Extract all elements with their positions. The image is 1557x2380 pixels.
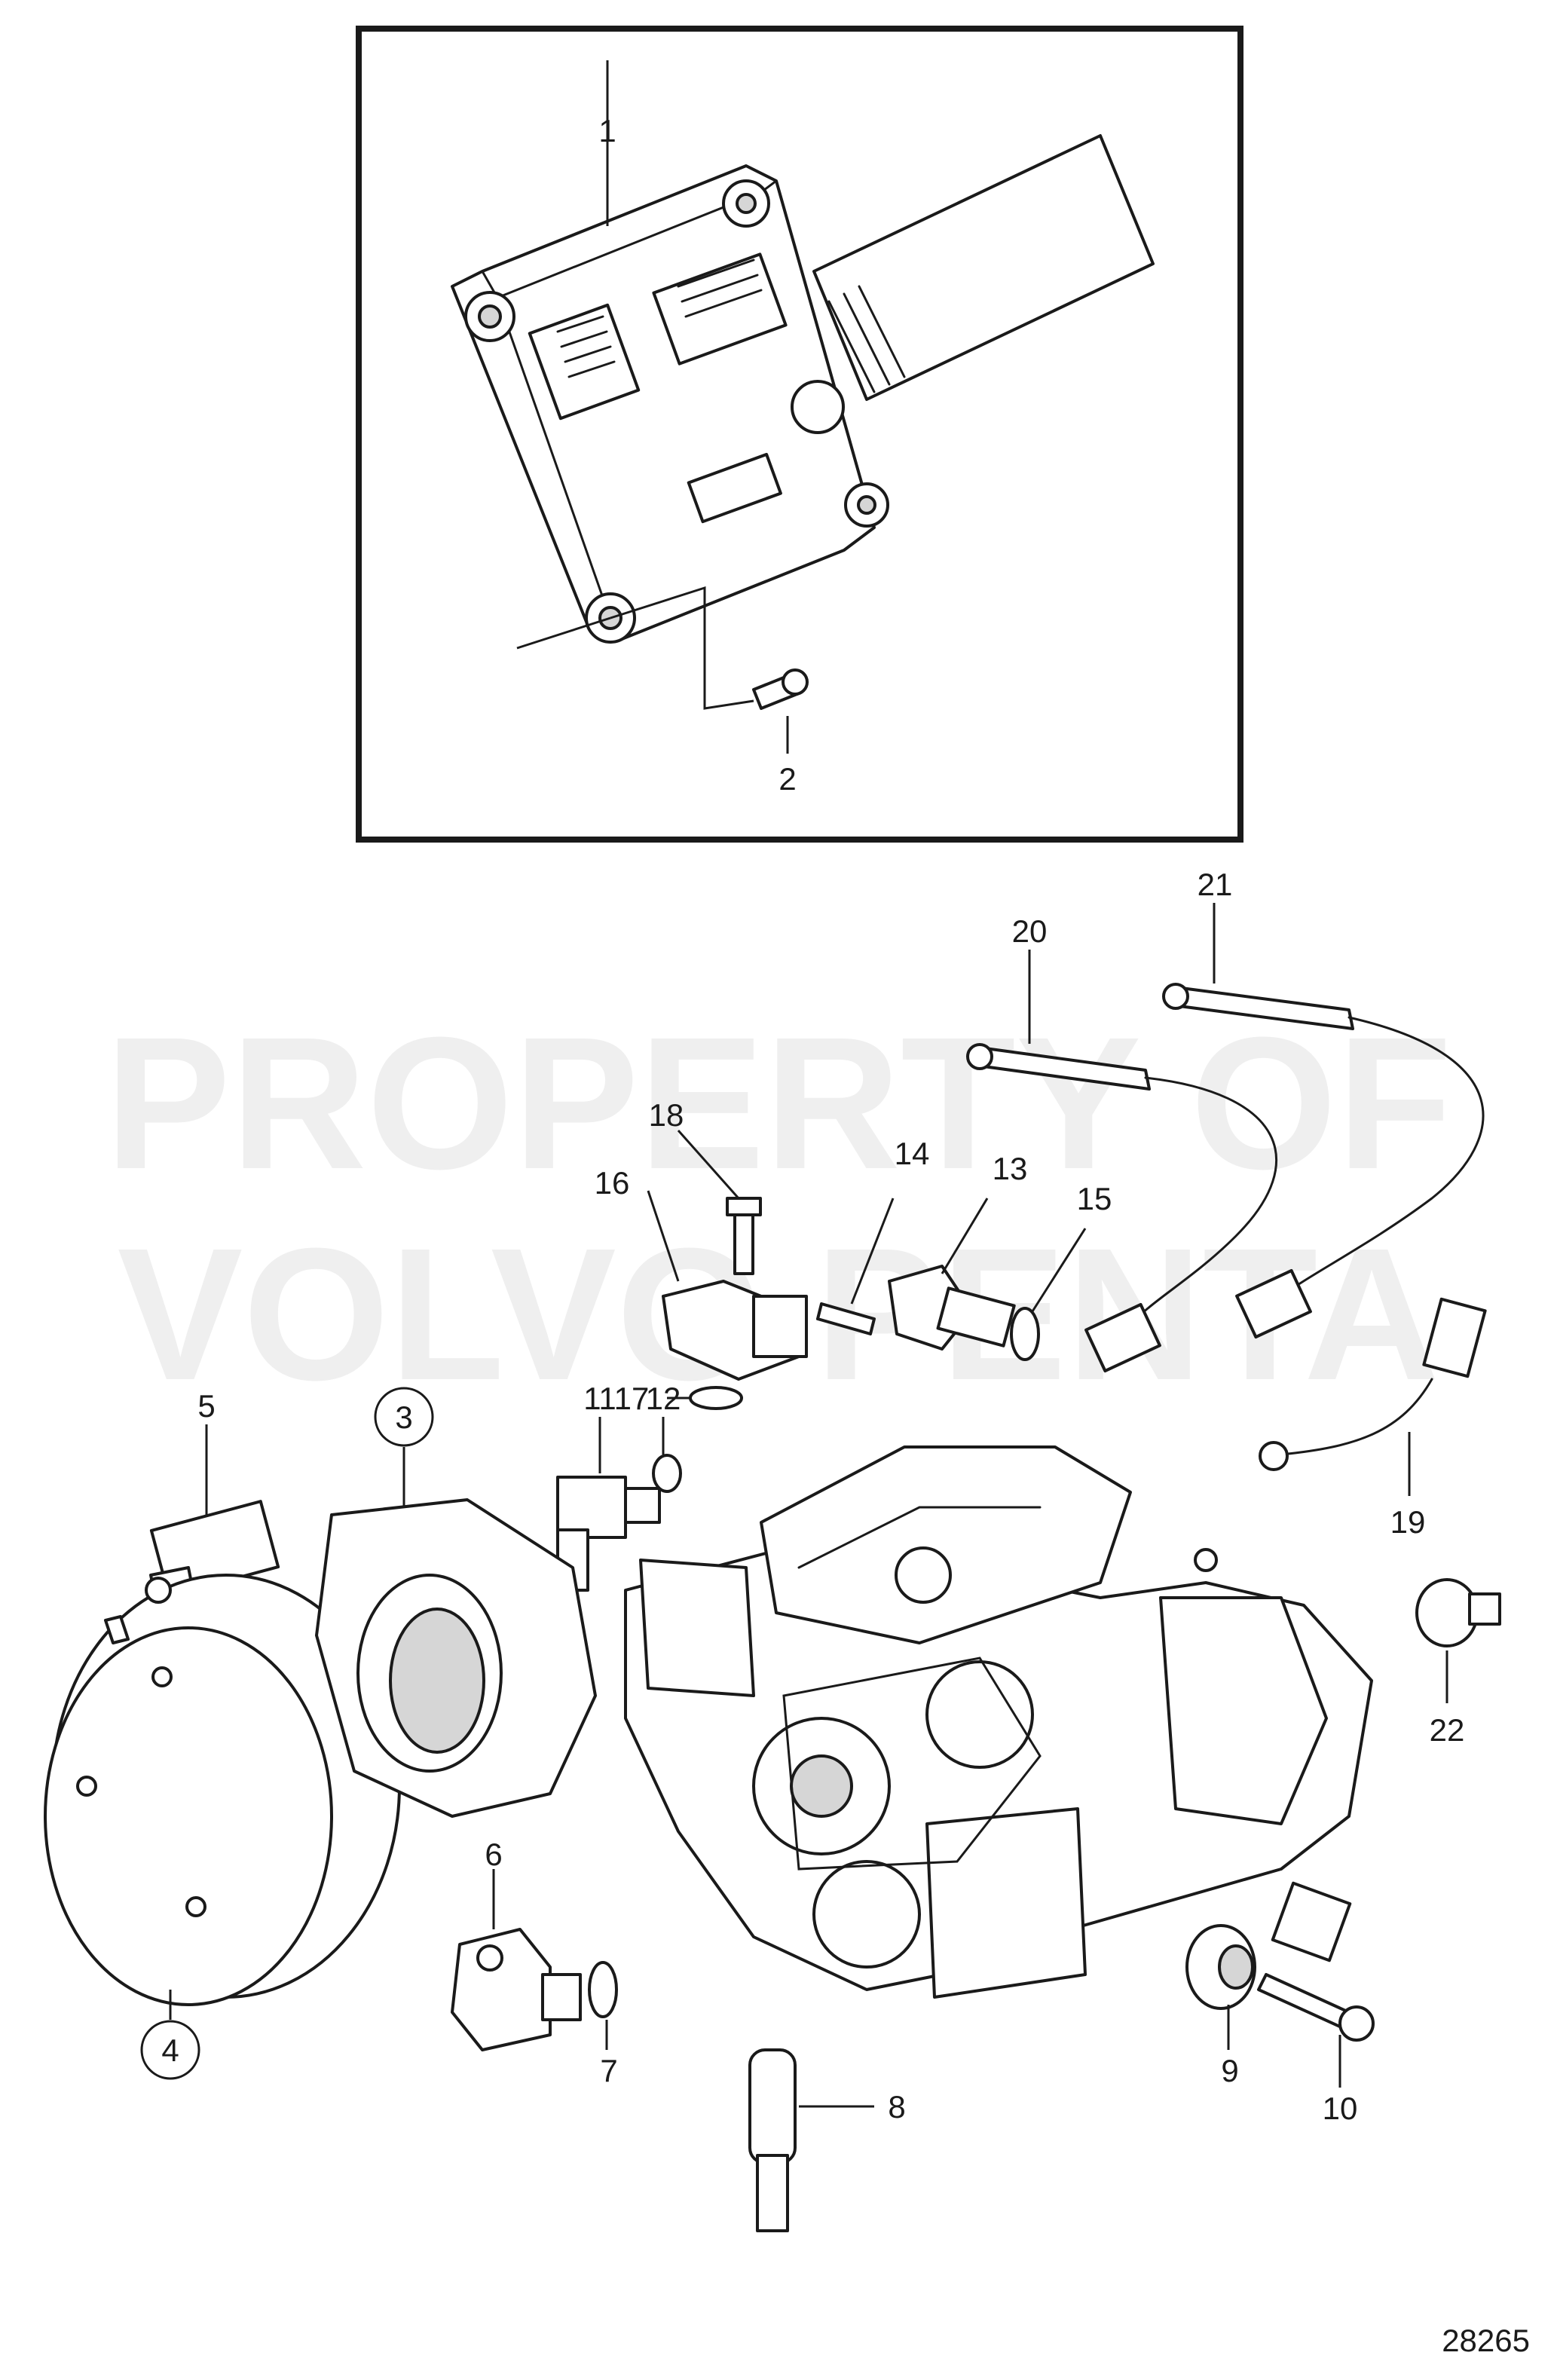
part-sensor-13 [888, 1198, 1016, 1351]
part-sensor-16 [647, 1190, 808, 1381]
callout-18: 18 [649, 1097, 684, 1133]
callout-16: 16 [595, 1165, 630, 1201]
part-sensor-9 [1185, 1881, 1352, 2050]
callout-8: 8 [888, 2089, 905, 2125]
part-o-ring-12 [652, 1417, 682, 1493]
callout-15: 15 [1077, 1181, 1112, 1216]
part-sensor-5 [149, 1424, 280, 1598]
watermark-line-1: PROPERTY OF [105, 998, 1451, 1208]
part-engine [624, 1445, 1373, 1999]
part-oxygen-sensor-21 [1162, 903, 1485, 1339]
part-screw-14 [816, 1198, 895, 1335]
part-3-throttle-body [315, 1447, 597, 1818]
part-ecu [451, 60, 1155, 754]
part-o-ring-15 [1010, 1228, 1087, 1361]
callout-14: 14 [895, 1136, 930, 1171]
callout-13: 13 [993, 1151, 1028, 1186]
callout-10: 10 [1323, 2091, 1358, 2126]
callout-3: 3 [395, 1400, 412, 1435]
part-o-ring-17 [667, 1386, 743, 1410]
callout-7: 7 [600, 2053, 617, 2088]
callout-12: 12 [646, 1381, 681, 1416]
callout-20: 20 [1012, 913, 1048, 949]
part-sensor-8 [748, 2048, 874, 2232]
inset-frame [356, 26, 1243, 843]
part-screw-10 [1257, 1973, 1375, 2088]
callout-circle-3 [374, 1387, 434, 1447]
part-sensor-6 [451, 1869, 582, 2051]
part-screw-18 [677, 1130, 762, 1275]
callout-1: 1 [598, 113, 616, 148]
callout-2: 2 [778, 761, 796, 797]
drawing-number: 28265 [1442, 2323, 1530, 2358]
callout-5: 5 [197, 1388, 215, 1424]
part-sensor-22 [1415, 1578, 1501, 1703]
callout-19: 19 [1390, 1504, 1426, 1540]
callout-17: 17 [614, 1381, 650, 1416]
callout-4: 4 [161, 2033, 179, 2068]
callout-9: 9 [1221, 2053, 1238, 2088]
part-sensor-19 [1259, 1297, 1487, 1496]
callout-labels: 1 2 3 4 5 6 7 8 9 10 11 12 13 14 15 16 1… [161, 113, 1464, 2126]
part-oxygen-sensor-20 [966, 950, 1277, 1373]
callout-22: 22 [1430, 1712, 1465, 1748]
callout-6: 6 [485, 1837, 502, 1872]
part-4-pulley [44, 1574, 401, 2020]
callout-circle-4 [140, 2020, 200, 2080]
callout-21: 21 [1198, 867, 1233, 902]
part-o-ring-7 [588, 1961, 618, 2050]
callout-11: 11 [583, 1381, 616, 1416]
